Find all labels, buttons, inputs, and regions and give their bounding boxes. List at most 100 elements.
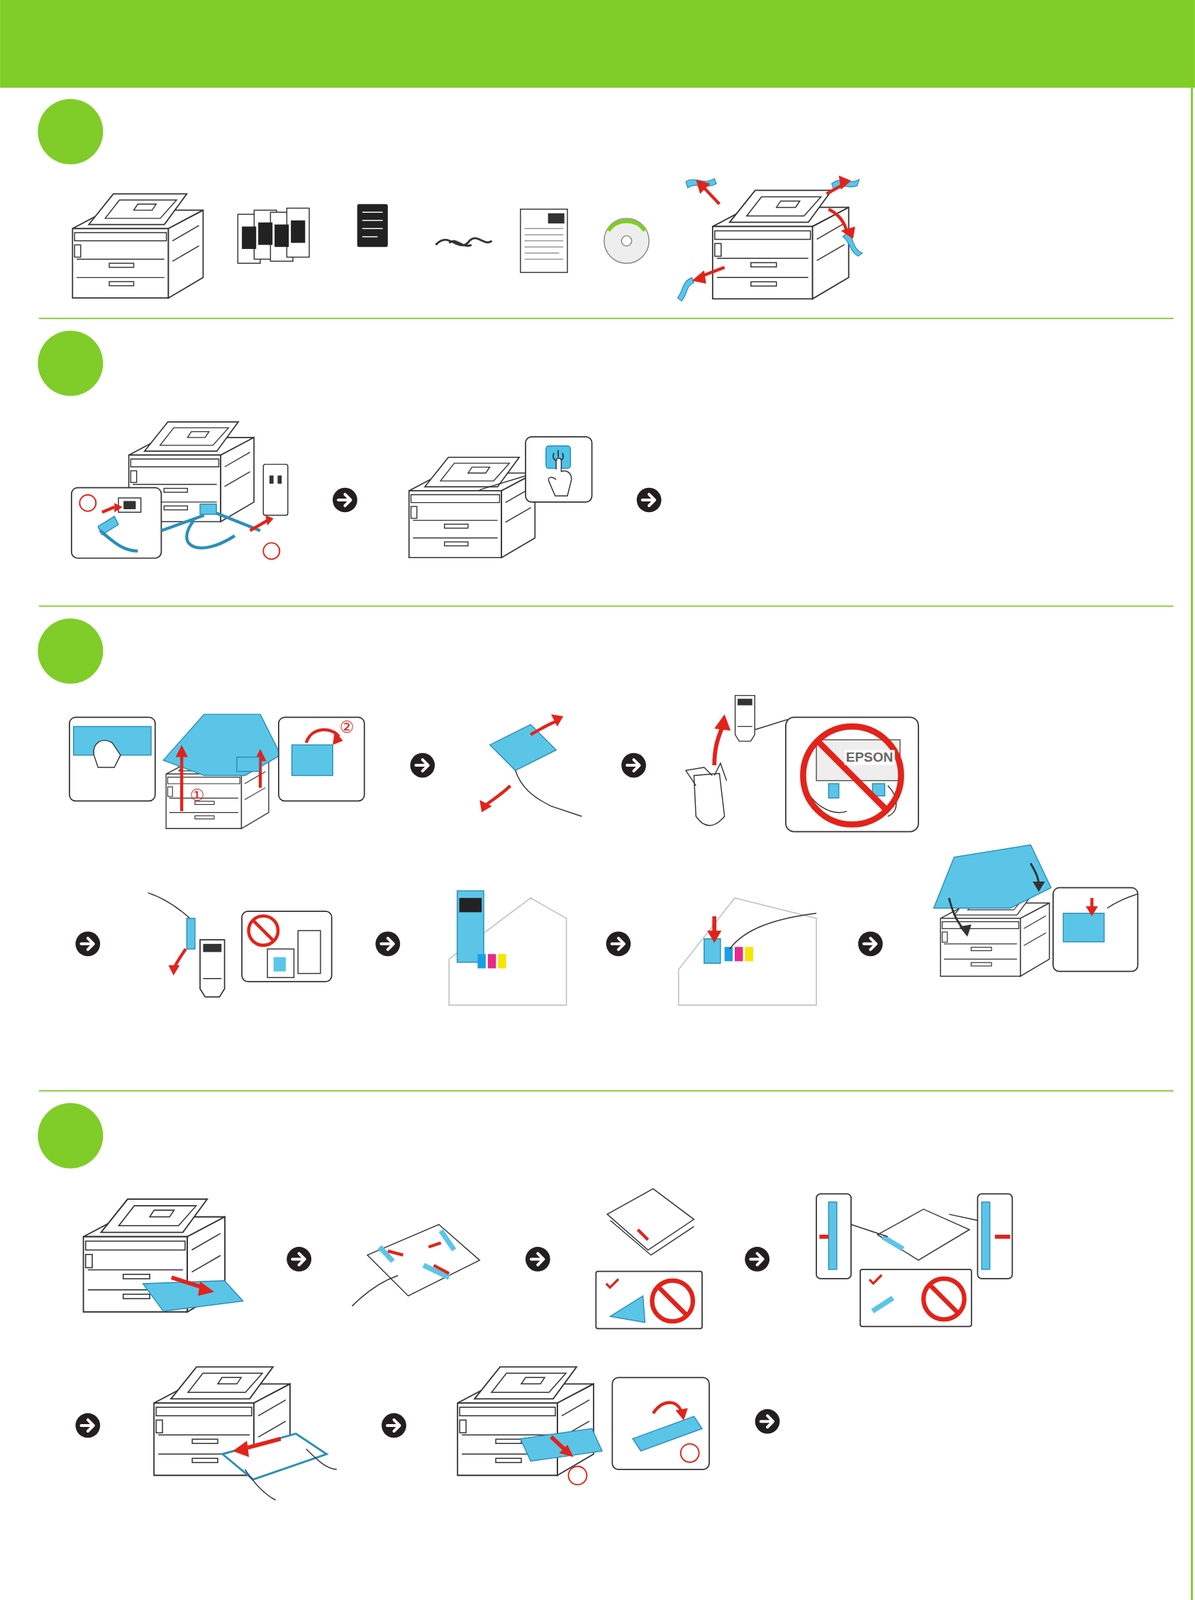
ink-install [69,695,919,832]
ink-install-2 [1053,887,1138,972]
paper-load [243,1438,281,1449]
ink-install-2 [199,939,225,998]
paper-load [607,1188,694,1250]
box-contents [524,228,564,259]
power-setup [71,421,662,560]
box-contents [695,179,710,194]
power-setup [409,457,536,559]
paper-load [606,1279,619,1288]
ink-install [530,720,559,735]
ink-install [755,719,788,730]
ink-install-2 [707,930,722,943]
ink-install-2 [678,897,817,1005]
paper-load [367,1224,480,1297]
brand-text: EPSON [844,750,896,766]
box-contents [608,221,646,231]
paper-load [609,1220,694,1256]
paper-load [948,1214,978,1221]
power-setup [250,520,268,531]
box-contents [841,226,856,239]
ink-install-2 [273,957,286,972]
paper-load [379,1230,454,1278]
paper-load [816,1193,852,1278]
box-contents [548,213,565,224]
power-setup [479,475,527,490]
box-contents [692,175,856,284]
ink-install [479,799,492,813]
paper-load [232,1441,249,1458]
step-circle [37,330,103,396]
ink-install-2 [497,953,507,969]
box-contents [677,178,862,302]
ink-install-2 [148,892,191,919]
ink-install [485,785,511,807]
paper-load [995,1234,1011,1239]
ink-install-2 [724,946,734,961]
ink-install-2 [1085,906,1098,917]
ink-install [175,744,188,757]
ink-install [735,695,756,742]
paper-load [828,1202,837,1270]
paper-load [651,1280,693,1322]
header-band [0,0,1195,88]
ink-install [180,753,183,812]
paper-load [428,1242,441,1247]
callout-number: ② [339,718,355,737]
section-rule [39,1090,1174,1092]
power-setup [263,542,280,559]
paper-load [744,1246,770,1272]
paper-load [595,1271,703,1330]
ink-install-2 [241,911,332,982]
power-setup [79,495,96,512]
ink-install [515,770,583,817]
paper-load [609,1295,645,1322]
power-setup [277,475,282,484]
box-contents [362,212,383,213]
box-contents [524,228,564,230]
ink-install-2 [724,946,754,961]
box-contents [72,193,203,298]
paper-load [612,1377,710,1469]
paper-load [525,1246,551,1272]
step-circle [37,99,103,165]
ink-install [685,763,727,786]
ink-install-2 [959,924,972,937]
ink-install-2 [734,946,744,961]
box-contents [362,228,383,230]
paper-load [860,1269,972,1327]
ink-install [802,726,901,825]
ink-install-2 [487,953,497,969]
paper-load [675,1408,688,1421]
box-contents [524,252,560,254]
power-setup [99,530,138,552]
box-contents [677,277,694,301]
paper-load [637,1229,648,1240]
section-rule [39,318,1174,1091]
box-contents [712,190,849,299]
paper-load [877,1209,969,1261]
box-contents [604,218,649,264]
paper-load [351,1275,398,1306]
paper-load [568,1466,587,1486]
paper-load [981,1202,991,1270]
paper-load [851,1224,888,1237]
box-contents [241,220,305,249]
box-contents [286,208,310,258]
box-contents [274,224,289,248]
ink-install-2 [477,953,486,969]
ink-install-2 [75,844,1138,1005]
paper-load [977,1193,1013,1278]
paper-load [434,1265,450,1274]
ink-install-2 [704,938,721,964]
ink-install-2 [1063,913,1105,942]
ink-install [409,753,435,778]
ink-install-2 [459,897,483,913]
box-contents [692,270,707,284]
box-contents [241,226,257,249]
box-contents [72,175,863,301]
paper-load [75,1413,100,1439]
ink-install-2 [744,946,754,961]
box-contents [524,234,564,235]
ink-install-2 [186,918,196,949]
